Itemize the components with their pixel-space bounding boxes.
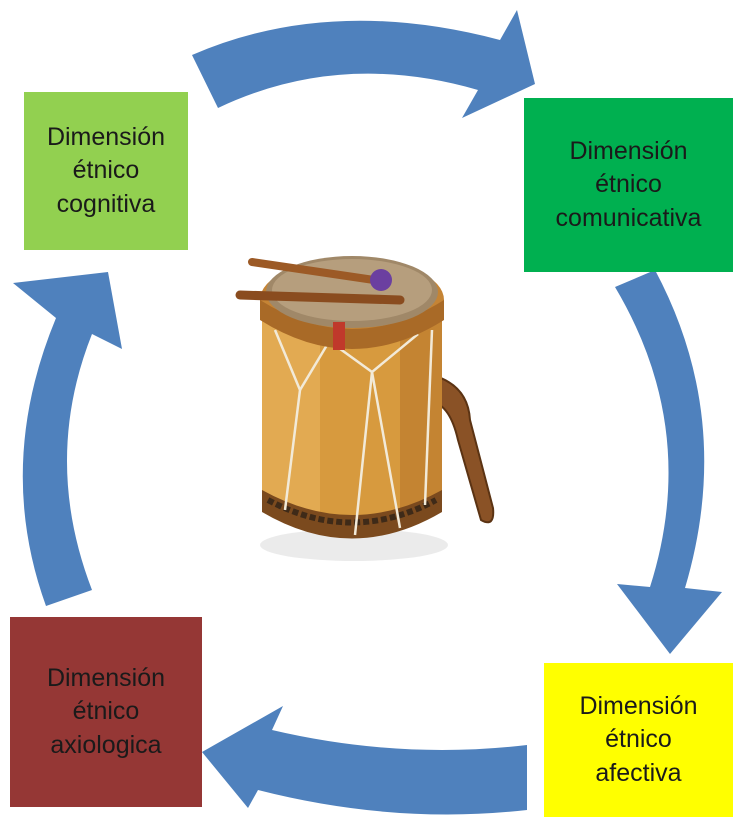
arrow-top [192, 10, 535, 118]
box-axiologica-line-3: axiologica [50, 730, 162, 759]
box-dimension-afectiva: Dimensión étnico afectiva [544, 663, 733, 817]
arrow-bottom [202, 706, 527, 815]
arrow-right [615, 270, 722, 654]
box-afectiva-line-2: étnico [605, 725, 672, 754]
box-dimension-comunicativa: Dimensión étnico comunicativa [524, 98, 733, 272]
box-dimension-cognitiva: Dimensión étnico cognitiva [24, 92, 188, 250]
box-comunicativa-line-3: comunicativa [555, 203, 702, 232]
box-cognitiva-line-3: cognitiva [56, 189, 156, 218]
arrow-left [13, 272, 122, 606]
box-comunicativa-line-2: étnico [595, 170, 662, 199]
box-afectiva-line-1: Dimensión [579, 692, 698, 721]
drum-icon [235, 256, 495, 561]
box-axiologica-line-2: étnico [72, 697, 140, 726]
box-cognitiva-line-2: étnico [72, 156, 140, 185]
box-afectiva-line-3: afectiva [595, 758, 682, 787]
box-comunicativa-line-1: Dimensión [569, 137, 688, 166]
cycle-arrows [13, 10, 722, 815]
box-cognitiva-line-1: Dimensión [46, 123, 166, 152]
box-axiologica-line-1: Dimensión [46, 664, 166, 693]
box-dimension-axiologica: Dimensión étnico axiologica [10, 617, 202, 807]
